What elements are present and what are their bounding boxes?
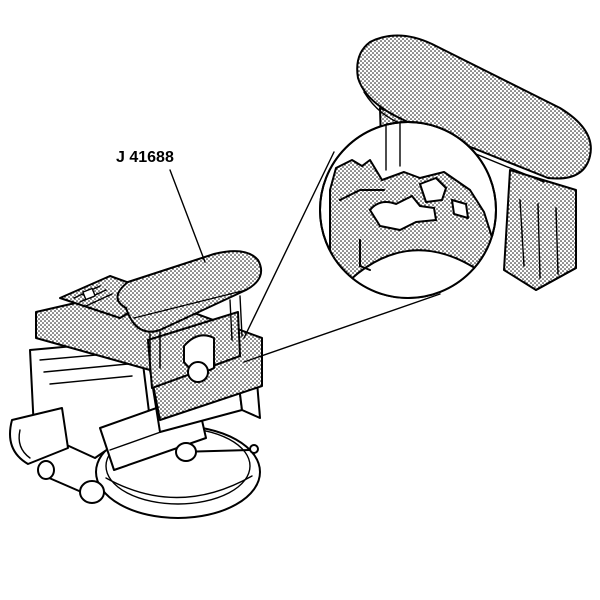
vise-handle [37,442,259,504]
magnifier-connectors [243,151,441,363]
j41688-tool [35,250,263,421]
callout: J 41688 [116,149,206,263]
leader-line [169,169,206,263]
magnified-detail [319,121,497,299]
callout-label: J 41688 [116,149,174,166]
